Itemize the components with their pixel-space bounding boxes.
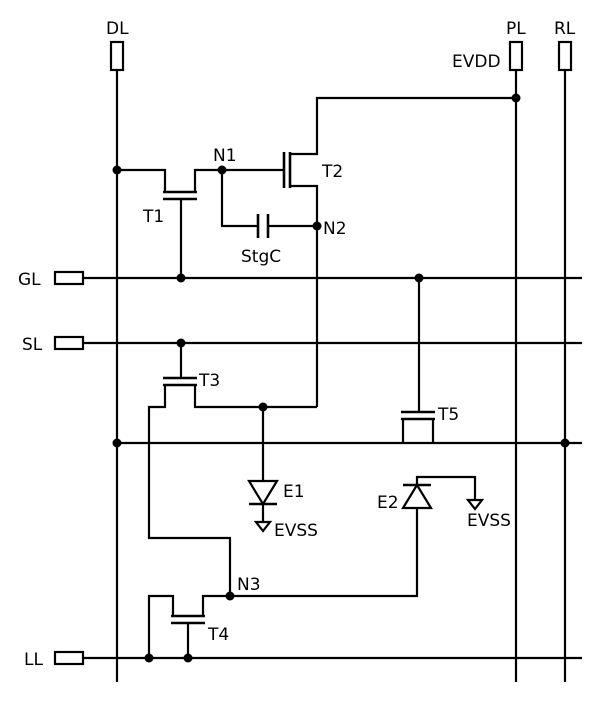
label-n1: N1 <box>213 146 237 166</box>
evss-ground-icon-1 <box>256 522 270 531</box>
label-ll: LL <box>24 650 43 670</box>
dl-terminal <box>111 42 123 70</box>
transistor-t5 <box>401 278 435 443</box>
gate-line-gl <box>55 272 582 284</box>
ll-terminal <box>55 652 83 664</box>
label-t5: T5 <box>437 405 459 425</box>
label-rl: RL <box>554 19 576 39</box>
label-n3: N3 <box>237 575 261 595</box>
label-t4: T4 <box>207 625 229 645</box>
label-n2: N2 <box>323 219 347 239</box>
transistor-t3 <box>149 343 317 596</box>
light-line-ll <box>55 652 582 664</box>
label-evdd: EVDD <box>452 52 501 72</box>
label-stgc: StgC <box>241 247 281 267</box>
transistor-t1 <box>117 170 222 278</box>
label-gl: GL <box>18 270 41 290</box>
data-line-dl <box>111 42 123 682</box>
sl-terminal <box>55 337 83 349</box>
label-e1: E1 <box>283 482 305 502</box>
label-dl: DL <box>106 19 129 39</box>
pl-terminal <box>510 42 522 70</box>
evss-ground-icon-2 <box>468 500 482 509</box>
reference-line-rl <box>559 42 571 682</box>
rl-terminal <box>559 42 571 70</box>
label-t3: T3 <box>198 371 220 391</box>
power-line-pl <box>510 42 522 682</box>
gl-terminal <box>55 272 83 284</box>
label-sl: SL <box>22 335 43 355</box>
label-evss-2: EVSS <box>467 511 511 531</box>
sense-line-sl <box>55 337 582 349</box>
label-e2: E2 <box>377 493 399 513</box>
led-e1 <box>249 407 277 531</box>
storage-capacitor-stgc <box>222 170 317 238</box>
label-pl: PL <box>506 19 526 39</box>
label-t2: T2 <box>321 162 343 182</box>
label-evss-1: EVSS <box>274 521 318 541</box>
label-t1: T1 <box>142 207 164 227</box>
